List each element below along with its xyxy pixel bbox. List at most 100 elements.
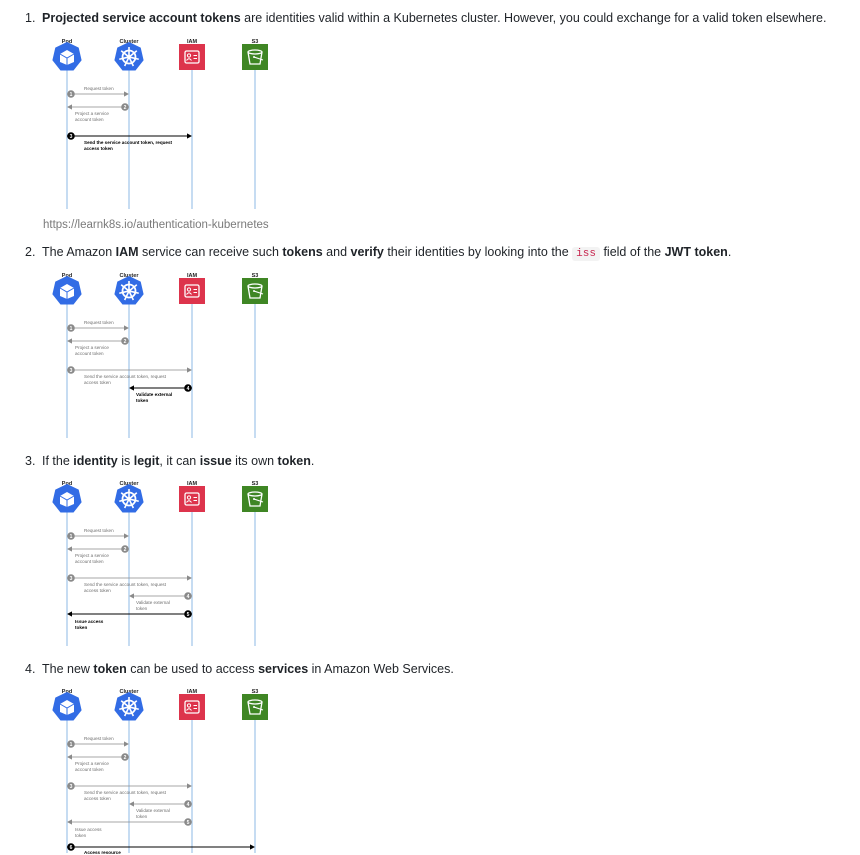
bold-text: verify	[350, 245, 384, 259]
message-label: Issue access	[75, 619, 104, 624]
step-badge	[67, 90, 75, 98]
actor-label-iam: IAM	[187, 39, 198, 45]
message-label: account token	[75, 767, 104, 772]
step-number: 2.	[25, 245, 36, 259]
step-badge-number: 1	[70, 326, 73, 332]
actor-label-cluster: Cluster	[120, 273, 140, 279]
bold-text: IAM	[115, 245, 139, 259]
bold-text: tokens	[282, 245, 323, 259]
step-badge	[184, 610, 192, 618]
helm-wheel-icon	[114, 42, 144, 71]
message-label: account token	[75, 559, 104, 564]
step-badge-number: 2	[124, 339, 127, 345]
arrowhead-icon	[250, 844, 255, 850]
message-label: access token	[84, 796, 111, 801]
step-2: 2. The Amazon IAM service can receive suc…	[25, 244, 731, 262]
bold-text: token	[277, 454, 311, 468]
step-badge-number: 3	[70, 134, 73, 140]
body-text: The Amazon	[42, 245, 116, 259]
step-badge	[67, 843, 75, 851]
actor-label-cluster: Cluster	[120, 481, 140, 487]
actor-label-cluster: Cluster	[120, 39, 140, 45]
body-text: .	[310, 454, 315, 468]
arrowhead-icon	[187, 783, 192, 789]
actor-label-iam: IAM	[187, 273, 198, 279]
step-badge-number: 2	[124, 105, 127, 111]
arrowhead-icon	[124, 91, 129, 97]
body-text: field of the	[599, 245, 665, 259]
step-badge-number: 1	[70, 742, 73, 748]
actor-label-iam: IAM	[187, 481, 198, 487]
bucket-icon	[242, 44, 268, 70]
message-label: Validate external	[136, 600, 170, 605]
helm-wheel-icon	[114, 276, 144, 305]
message-label: Project a service	[75, 345, 109, 350]
actor-label-s3: S3	[252, 481, 259, 487]
step-badge-number: 6	[70, 845, 73, 851]
body-text: , it can	[159, 454, 200, 468]
step-badge	[67, 740, 75, 748]
body-text: is	[117, 454, 134, 468]
arrowhead-icon	[129, 801, 134, 807]
step-3: 3.If the identity is legit, it can issue…	[25, 453, 314, 469]
message-label: token	[75, 833, 87, 838]
message-label: Request token	[84, 736, 114, 741]
body-text: their identities by looking into the	[383, 245, 573, 259]
actor-label-s3: S3	[252, 689, 259, 695]
message-label: Send the service account token, request	[84, 140, 173, 145]
message-label: account token	[75, 117, 104, 122]
step-1: 1.Projected service account tokens are i…	[25, 10, 826, 26]
cube-icon	[52, 484, 82, 513]
body-text: service can receive such	[138, 245, 283, 259]
bold-text: Projected service account tokens	[42, 11, 241, 25]
cube-icon	[52, 276, 82, 305]
step-badge-number: 5	[187, 612, 190, 618]
step-badge	[67, 366, 75, 374]
source-link[interactable]: https://learnk8s.io/authentication-kuber…	[43, 219, 269, 231]
bold-text: token	[93, 662, 127, 676]
bucket-icon	[242, 278, 268, 304]
step-number: 1.	[25, 11, 36, 25]
arrowhead-icon	[67, 546, 72, 552]
message-label: Project a service	[75, 111, 109, 116]
message-label: access token	[84, 380, 111, 385]
step-badge	[121, 545, 129, 553]
arrowhead-icon	[129, 593, 134, 599]
body-text: in Amazon Web Services.	[308, 662, 454, 676]
arrowhead-icon	[67, 819, 72, 825]
step-badge-number: 2	[124, 755, 127, 761]
id-card-icon	[179, 278, 205, 304]
message-label: Project a service	[75, 761, 109, 766]
message-label: Validate external	[136, 392, 172, 397]
step-badge-number: 3	[70, 576, 73, 582]
arrowhead-icon	[187, 133, 192, 139]
arrowhead-icon	[129, 385, 134, 391]
id-card-icon	[179, 44, 205, 70]
message-label: Send the service account token, request	[84, 374, 167, 379]
message-label: Project a service	[75, 553, 109, 558]
step-badge-number: 4	[187, 802, 190, 808]
step-badge	[184, 818, 192, 826]
actor-label-cluster: Cluster	[120, 689, 140, 695]
step-badge	[121, 103, 129, 111]
step-badge-number: 4	[187, 386, 190, 392]
step-number: 4.	[25, 662, 36, 676]
arrowhead-icon	[67, 754, 72, 760]
step-badge	[67, 574, 75, 582]
message-label: account token	[75, 351, 104, 356]
message-label: access token	[84, 588, 111, 593]
body-text: .	[727, 245, 732, 259]
arrowhead-icon	[67, 104, 72, 110]
step-badge	[121, 337, 129, 345]
bold-text: identity	[73, 454, 118, 468]
message-1: 1 Request token	[67, 736, 129, 748]
message-label: Validate external	[136, 808, 170, 813]
step-badge	[184, 384, 192, 392]
